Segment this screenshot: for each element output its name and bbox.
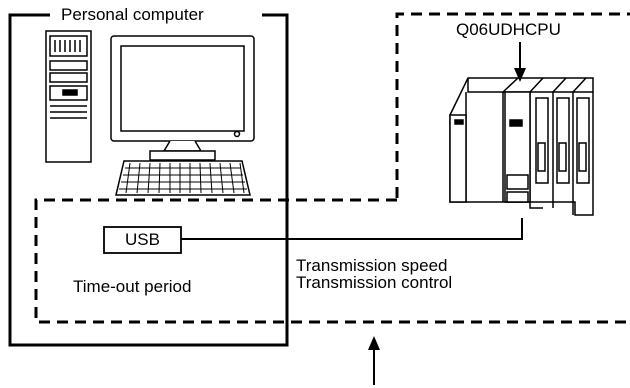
- settings-pointer-arrow: [368, 336, 380, 385]
- monitor-icon: [110, 35, 255, 161]
- usb-cable-line: [181, 218, 523, 240]
- keyboard-icon: [115, 160, 251, 196]
- transmission-speed-label: Transmission speed: [296, 256, 448, 275]
- plc-unit-icon: [449, 77, 594, 216]
- settings-boundary: [34, 12, 630, 324]
- plc-pointer-arrow: [514, 42, 526, 82]
- pc-box-label: Personal computer: [55, 5, 210, 25]
- usb-label: USB: [125, 230, 160, 249]
- plc-model-label: Q06UDHCPU: [456, 20, 561, 39]
- timeout-period-label: Time-out period: [73, 277, 192, 296]
- pc-box: [8, 13, 289, 347]
- usb-box: [103, 226, 182, 254]
- tower-pc-icon: [45, 30, 92, 163]
- transmission-control-label: Transmission control: [296, 273, 453, 292]
